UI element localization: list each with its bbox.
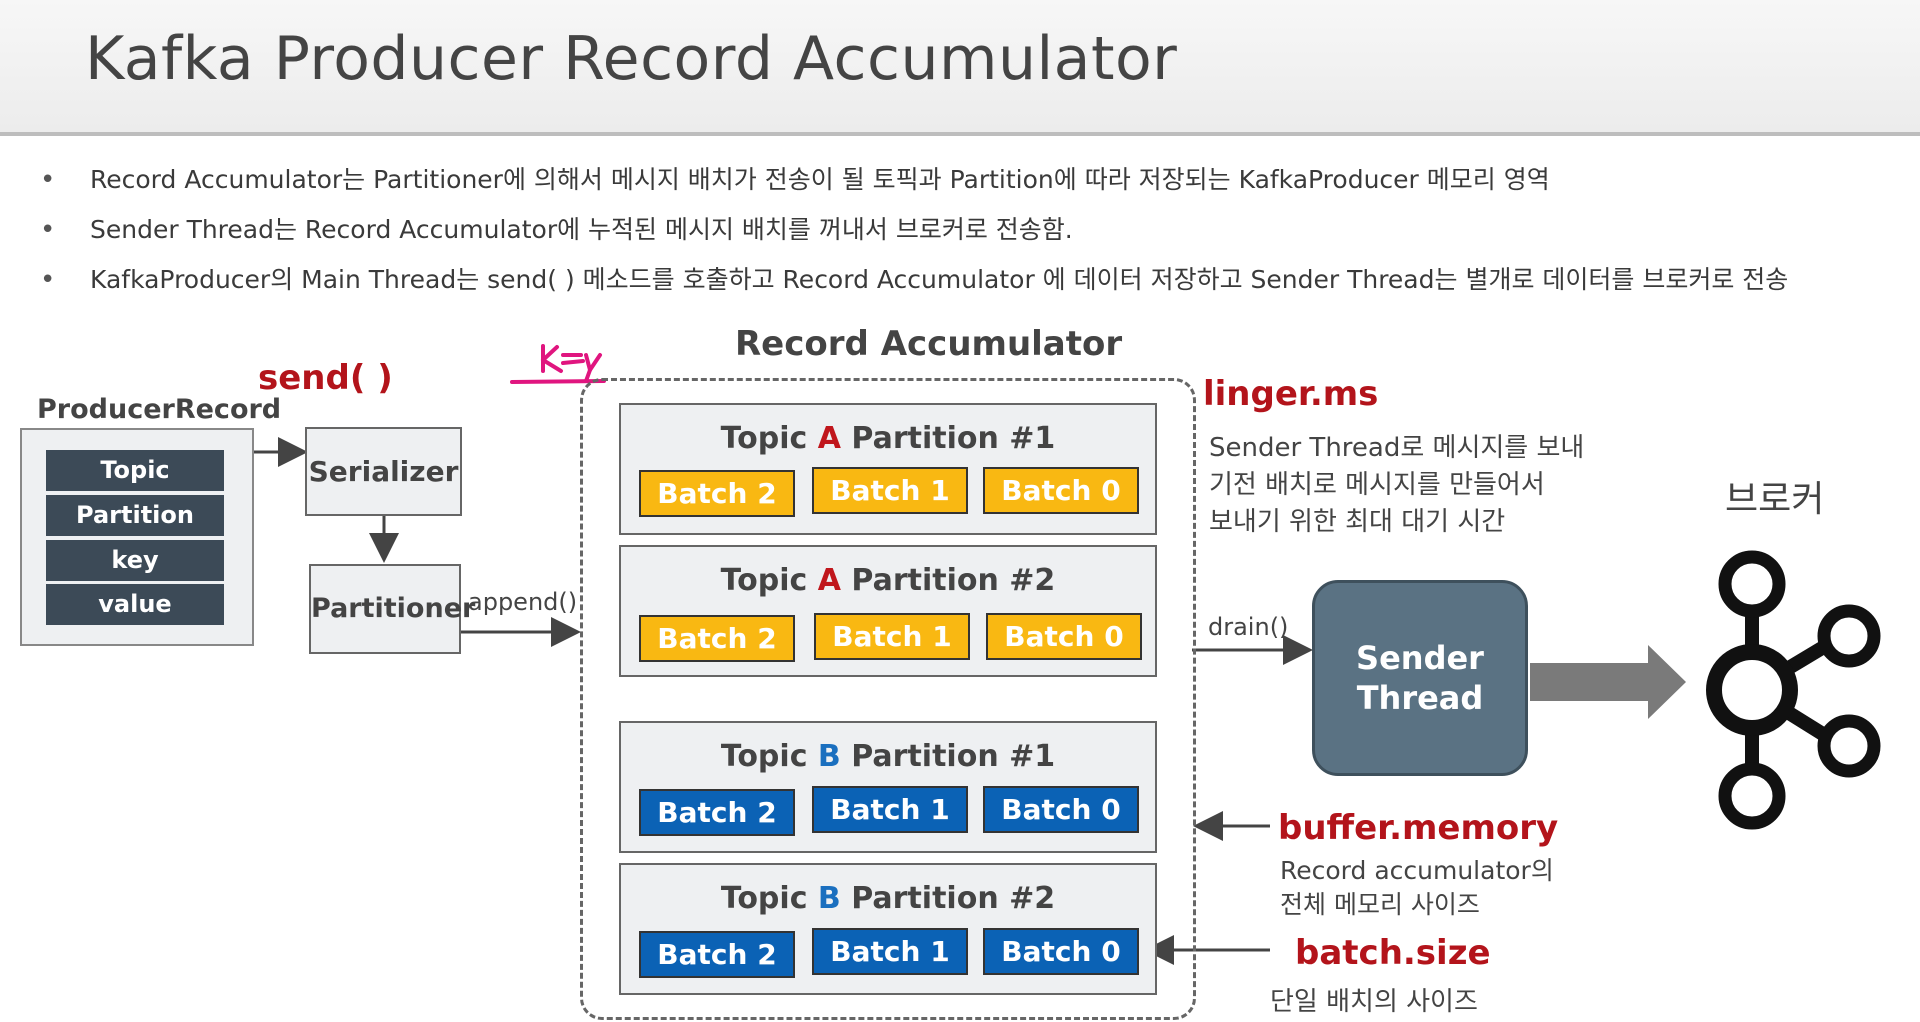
bullet-item: Record Accumulator는 Partitioner에 의해서 메시지…: [40, 158, 1910, 208]
linger-ms-label: linger.ms: [1203, 374, 1379, 414]
batch-0: Batch 0: [983, 928, 1139, 975]
title-band: [0, 0, 1920, 136]
batch-1: Batch 1: [812, 928, 968, 975]
partition-title: Topic B Partition #2: [720, 881, 1056, 916]
batch-0: Batch 0: [986, 613, 1142, 660]
send-label: send( ): [258, 358, 393, 398]
batch-1: Batch 1: [814, 613, 970, 660]
handwritten-key-annotation: [510, 344, 606, 384]
drain-label: drain(): [1208, 613, 1289, 641]
batch-1: Batch 1: [812, 467, 968, 514]
append-label: append(): [468, 588, 578, 616]
producer-record-label: ProducerRecord: [37, 394, 282, 425]
sender-to-broker-arrow: [1530, 645, 1686, 719]
partition-title: Topic B Partition #1: [720, 739, 1056, 774]
partition-box-topic-b-1: Topic B Partition #1 Batch 2 Batch 1 Bat…: [619, 721, 1157, 853]
batch-2: Batch 2: [639, 789, 795, 836]
partition-title: Topic A Partition #2: [720, 563, 1056, 598]
kafka-logo-icon: [1706, 550, 1881, 830]
batch-0: Batch 0: [983, 786, 1139, 833]
sender-thread-box: Sender Thread: [1312, 580, 1528, 776]
field-topic: Topic: [46, 450, 224, 491]
partition-box-topic-a-2: Topic A Partition #2 Batch 2 Batch 1 Bat…: [619, 545, 1157, 677]
field-partition: Partition: [46, 495, 224, 536]
field-value: value: [46, 584, 224, 625]
linger-ms-description: Sender Thread로 메시지를 보내 기전 배치로 메시지를 만들어서 …: [1209, 433, 1585, 537]
batch-size-description: 단일 배치의 사이즈: [1270, 987, 1478, 1017]
bullet-item: KafkaProducer의 Main Thread는 send( ) 메소드를…: [40, 258, 1910, 308]
buffer-memory-label: buffer.memory: [1278, 808, 1559, 848]
field-key: key: [46, 540, 224, 581]
partition-box-topic-b-2: Topic B Partition #2 Batch 2 Batch 1 Bat…: [619, 863, 1157, 995]
batch-2: Batch 2: [639, 931, 795, 978]
partitioner-box: Partitioner: [309, 564, 475, 654]
batch-2: Batch 2: [639, 615, 795, 662]
record-accumulator-region: [580, 378, 1196, 1020]
buffer-memory-description: Record accumulator의 전체 메모리 사이즈: [1280, 856, 1554, 919]
batch-0: Batch 0: [983, 467, 1139, 514]
batch-2: Batch 2: [639, 470, 795, 517]
partition-title: Topic A Partition #1: [720, 421, 1056, 456]
record-accumulator-title: Record Accumulator: [735, 324, 1123, 364]
bullet-item: Sender Thread는 Record Accumulator에 누적된 메…: [40, 208, 1910, 258]
slide-title: Kafka Producer Record Accumulator: [85, 24, 1178, 94]
serializer-box: Serializer: [305, 427, 462, 516]
batch-1: Batch 1: [812, 786, 968, 833]
producer-record-box: Topic Partition key value: [20, 428, 254, 646]
partition-box-topic-a-1: Topic A Partition #1 Batch 2 Batch 1 Bat…: [619, 403, 1157, 535]
batch-size-label: batch.size: [1295, 933, 1491, 973]
bullet-list: Record Accumulator는 Partitioner에 의해서 메시지…: [40, 158, 1910, 308]
broker-label: 브로커: [1725, 479, 1825, 520]
